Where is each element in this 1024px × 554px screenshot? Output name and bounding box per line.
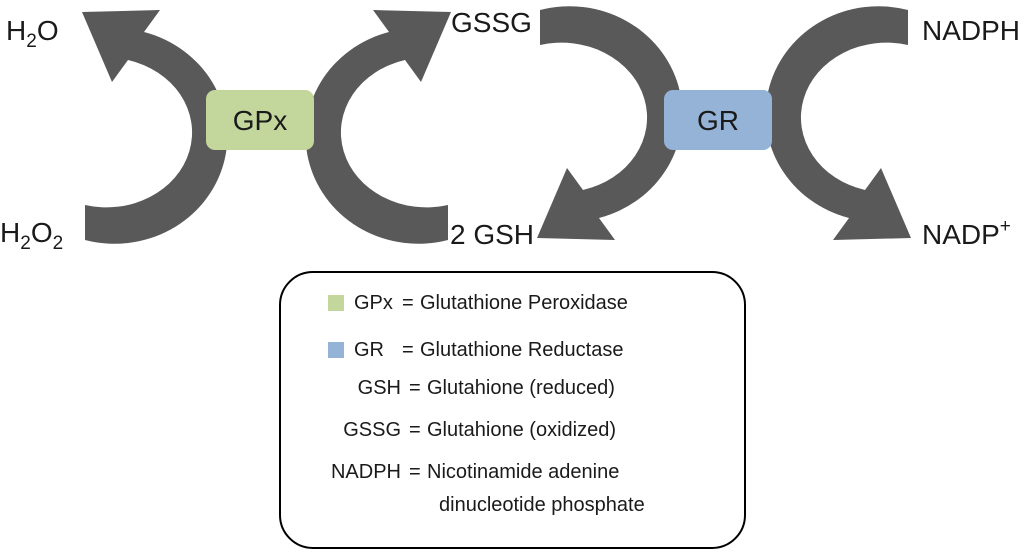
nadp-main: NADP [922,219,1000,250]
arrow-h2o2-to-h2o [82,10,228,244]
h2o2-h: H [0,217,20,248]
gpx-box-background [206,90,314,150]
h2o2-label: H2O2 [0,217,63,254]
gpx-swatch [328,295,344,311]
legend-key-nadph: NADPH [330,461,401,483]
legend-key-gsh: GSH [357,377,401,399]
legend-eq: = [409,377,421,399]
legend-def-gssg: Glutahione (oxidized) [427,419,616,441]
nadph-label: NADPH [922,15,1020,46]
h2o-h: H [6,15,26,46]
legend-eq: = [409,419,421,441]
arrow-gssg-to-gsh [537,6,683,240]
nadp-label: NADP+ [922,216,1011,250]
gpx-label: GPx [233,105,287,136]
legend-eq: = [402,292,414,314]
h2o-subscript: 2 [26,31,37,52]
legend-def-nadph-line2: dinucleotide phosphate [439,494,645,516]
gr-label: GR [697,105,739,136]
h2o-label: H2O [6,15,59,52]
h2o2-sub1: 2 [20,233,31,254]
h2o2-sub2: 2 [53,233,64,254]
nadp-superscript: + [1000,216,1011,237]
h2o2-o: O [31,217,53,248]
legend-key-gpx: GPx [354,292,393,314]
arrow-nadph-to-nadp [765,6,911,240]
legend-key-gr: GR [354,339,384,361]
arrow-gsh-to-gssg [305,10,451,244]
legend-def-nadph: Nicotinamide adenine [427,461,620,483]
gssg-label: GSSG [451,7,532,38]
gsh-label: 2 GSH [450,219,534,250]
legend-def-gr: Glutathione Reductase [420,339,624,361]
legend-eq: = [402,339,414,361]
legend-box: GPx = Glutathione Peroxidase GR = Glutat… [279,271,746,549]
h2o-o: O [37,15,59,46]
gr-swatch [328,342,344,358]
legend-def-gsh: Glutahione (reduced) [427,377,615,399]
gr-box-background [664,90,772,150]
legend-key-gssg: GSSG [343,419,401,441]
legend-eq: = [409,461,421,483]
gpx-enzyme-box: GPx [206,90,314,150]
gr-enzyme-box: GR [664,90,772,150]
legend-def-gpx: Glutathione Peroxidase [420,292,628,314]
legend-row-nadph: NADPH = Nicotinamide adenine dinucleotid… [281,460,741,520]
